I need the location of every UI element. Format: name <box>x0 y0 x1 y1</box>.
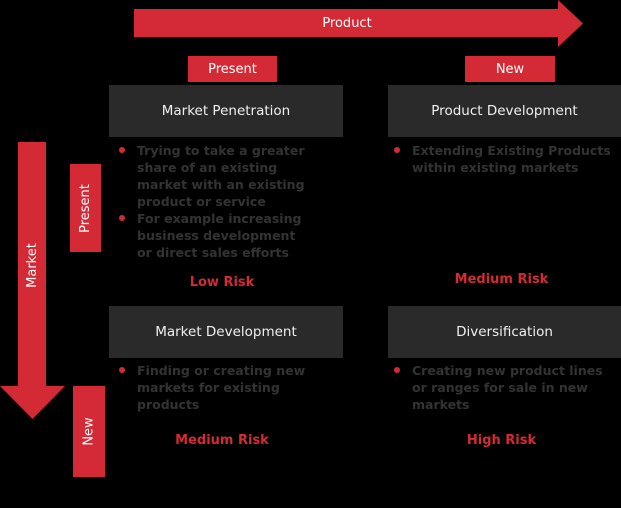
quadrant-bullets-market-development: Finding or creating new markets for exis… <box>112 362 312 413</box>
market-axis-label: Market <box>24 242 40 288</box>
risk-label-product-development: Medium Risk <box>454 272 549 287</box>
column-header-present: Present <box>188 56 277 82</box>
column-header-new: New <box>465 56 555 82</box>
arrow-body <box>134 9 560 37</box>
market-axis-arrow: Market <box>0 142 65 420</box>
arrow-down-icon <box>0 386 65 419</box>
row-header-present-label: Present <box>78 183 93 233</box>
quadrant-bullets-product-development: Extending Existing Products within exist… <box>387 142 617 176</box>
bullet-icon <box>394 367 400 373</box>
bullet-icon <box>119 215 125 221</box>
risk-label-market-penetration: Low Risk <box>189 275 255 290</box>
product-axis-arrow: Product <box>134 0 584 47</box>
quadrant-bullets-market-penetration: Trying to take a greater share of an exi… <box>112 142 312 261</box>
bullet-icon <box>119 367 125 373</box>
bullet-icon <box>394 147 400 153</box>
bullet-item: Extending Existing Products within exist… <box>387 142 617 176</box>
bullet-item: Trying to take a greater share of an exi… <box>112 142 312 210</box>
row-header-new: New <box>73 386 105 477</box>
quadrant-title-product-development: Product Development <box>388 85 621 137</box>
bullet-item: For example increasing business developm… <box>112 210 312 261</box>
row-header-present: Present <box>70 164 101 252</box>
product-axis-label: Product <box>322 15 372 31</box>
risk-label-diversification: High Risk <box>466 433 537 448</box>
risk-label-market-development: Medium Risk <box>175 433 269 448</box>
quadrant-title-market-development: Market Development <box>109 306 343 358</box>
quadrant-bullets-diversification: Creating new product lines or ranges for… <box>387 362 617 413</box>
market-axis-label-wrap: Market <box>18 142 46 388</box>
row-header-new-label: New <box>81 417 97 446</box>
quadrant-title-market-penetration: Market Penetration <box>109 85 343 137</box>
arrow-body <box>18 142 46 388</box>
bullet-icon <box>119 147 125 153</box>
bullet-item: Finding or creating new markets for exis… <box>112 362 312 413</box>
quadrant-title-diversification: Diversification <box>388 306 621 358</box>
arrow-right-icon <box>558 0 583 47</box>
bullet-item: Creating new product lines or ranges for… <box>387 362 617 413</box>
